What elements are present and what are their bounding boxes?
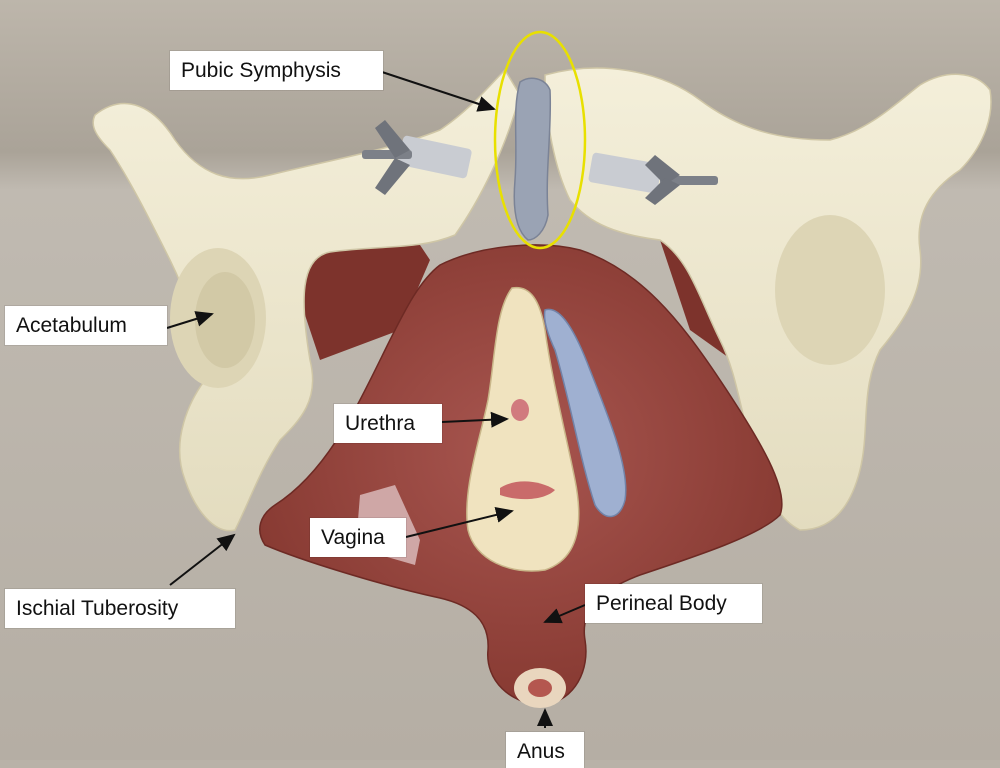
- arrow-ischial-tuberosity: [169, 533, 236, 586]
- arrow-pubic-symphysis: [381, 71, 496, 112]
- arrow-perineal-body: [543, 604, 586, 624]
- label-pubic-symphysis: Pubic Symphysis: [170, 51, 383, 90]
- label-perineal-body: Perineal Body: [585, 584, 762, 623]
- label-ischial-tuberosity: Ischial Tuberosity: [5, 589, 235, 628]
- vestibular-bulb: [543, 308, 627, 518]
- label-anus: Anus: [506, 732, 584, 768]
- bolt-left: [362, 120, 472, 195]
- bolt-right: [588, 152, 718, 205]
- anal-canal-inner: [528, 679, 552, 697]
- vestibule-opening: [466, 286, 580, 572]
- pubic-symphysis-cartilage: [513, 77, 552, 241]
- vaginal-introitus: [500, 481, 555, 500]
- label-vagina: Vagina: [310, 518, 406, 557]
- label-urethra: Urethra: [334, 404, 442, 443]
- arrow-acetabulum: [166, 311, 214, 329]
- right-acetabulum-shadow: [775, 215, 885, 365]
- acetabulum-socket-inner: [195, 272, 255, 368]
- label-acetabulum: Acetabulum: [5, 306, 167, 345]
- arrow-urethra: [441, 411, 509, 428]
- highlight-ellipse: [493, 30, 587, 250]
- arrow-vagina: [405, 507, 514, 538]
- urethral-meatus: [511, 399, 529, 421]
